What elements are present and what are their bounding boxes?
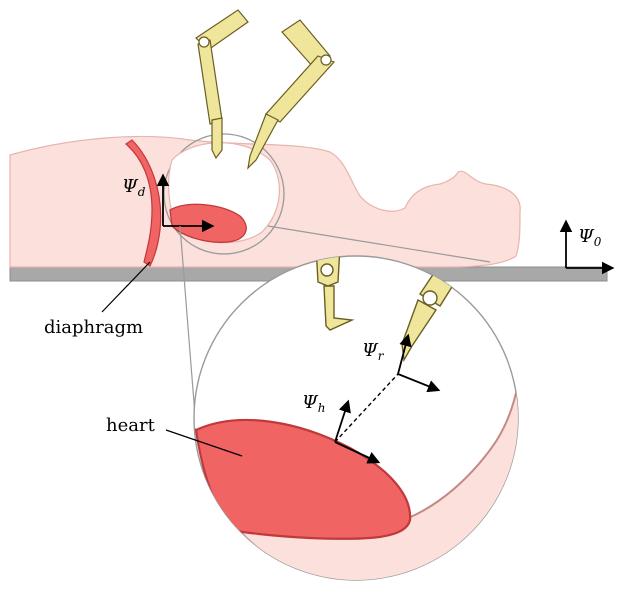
heart-label: heart [106,415,156,436]
diaphragm-label: diaphragm [44,317,143,338]
psi-0-label: Ψ0 [578,226,602,249]
